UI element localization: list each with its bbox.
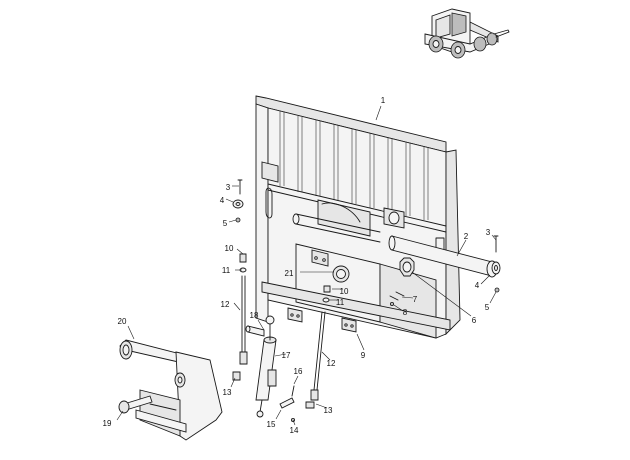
callout-leader xyxy=(491,234,497,241)
pin-19 xyxy=(118,395,153,414)
callout-leader xyxy=(401,296,414,299)
callout-number: 12 xyxy=(327,359,336,368)
callout-number: 16 xyxy=(294,367,303,376)
right-bolt-washer xyxy=(491,235,501,293)
callout-number: 12 xyxy=(221,300,230,309)
callout-number: 18 xyxy=(250,311,259,320)
callout-leader xyxy=(292,419,296,426)
callout-number: 2 xyxy=(464,232,469,241)
bushing xyxy=(332,265,350,283)
callout-number: 5 xyxy=(485,303,490,312)
hex-nut xyxy=(399,257,415,277)
callout-number: 3 xyxy=(486,228,491,237)
callout-number: 8 xyxy=(403,308,408,317)
callout-number: 11 xyxy=(336,298,345,307)
callout-layer: 1233445567891010111112121313141516171819… xyxy=(103,96,497,435)
wear-pads xyxy=(287,307,357,333)
callout-leader xyxy=(480,274,491,285)
callout-number: 13 xyxy=(324,406,333,415)
callout-number: 5 xyxy=(223,219,228,228)
callout-number: 13 xyxy=(223,388,232,397)
callout-leader xyxy=(356,333,365,351)
callout-leader xyxy=(233,302,241,311)
callout-leader xyxy=(456,239,467,257)
callout-leader xyxy=(225,198,234,203)
callout-leader xyxy=(230,377,236,388)
callout-leader xyxy=(489,291,497,304)
callout-number: 20 xyxy=(118,317,127,326)
hitch-bracket xyxy=(119,339,223,441)
callout-leader xyxy=(321,351,331,361)
center-fittings xyxy=(322,285,331,303)
telehandler-thumbnail xyxy=(424,8,510,59)
pins-15-16 xyxy=(279,385,295,422)
callout-number: 3 xyxy=(226,183,231,192)
callout-number: 10 xyxy=(340,287,349,296)
small-bolts xyxy=(389,291,405,306)
callout-number: 4 xyxy=(220,196,225,205)
callout-number: 21 xyxy=(285,269,294,278)
callout-leader xyxy=(293,375,299,385)
callout-number: 4 xyxy=(475,281,480,290)
callout-number: 1 xyxy=(381,96,386,105)
callout-leader xyxy=(257,319,265,331)
callout-leader xyxy=(393,304,404,312)
callout-number: 9 xyxy=(361,351,366,360)
left-bolt-washer xyxy=(232,179,244,223)
callout-number: 15 xyxy=(267,420,276,429)
callout-leader xyxy=(116,410,124,421)
pin-18 xyxy=(245,325,265,337)
callout-number: 19 xyxy=(103,419,112,428)
callout-leader xyxy=(375,105,382,121)
callout-leader xyxy=(275,409,282,420)
callout-leader xyxy=(411,271,472,317)
callout-number: 6 xyxy=(472,316,477,325)
callout-number: 7 xyxy=(413,295,418,304)
callout-number: 14 xyxy=(290,426,299,435)
callout-leader xyxy=(315,403,328,409)
hydraulic-cylinder xyxy=(255,315,277,418)
right-hose xyxy=(305,311,326,409)
callout-leader xyxy=(236,248,244,255)
callout-leader xyxy=(228,219,237,223)
callout-number: 11 xyxy=(222,266,231,275)
left-hose xyxy=(232,253,248,381)
callout-leader xyxy=(127,325,135,340)
callout-number: 17 xyxy=(282,351,291,360)
callout-leader xyxy=(274,353,287,357)
callout-number: 10 xyxy=(225,244,234,253)
carriage-frame xyxy=(255,95,461,339)
